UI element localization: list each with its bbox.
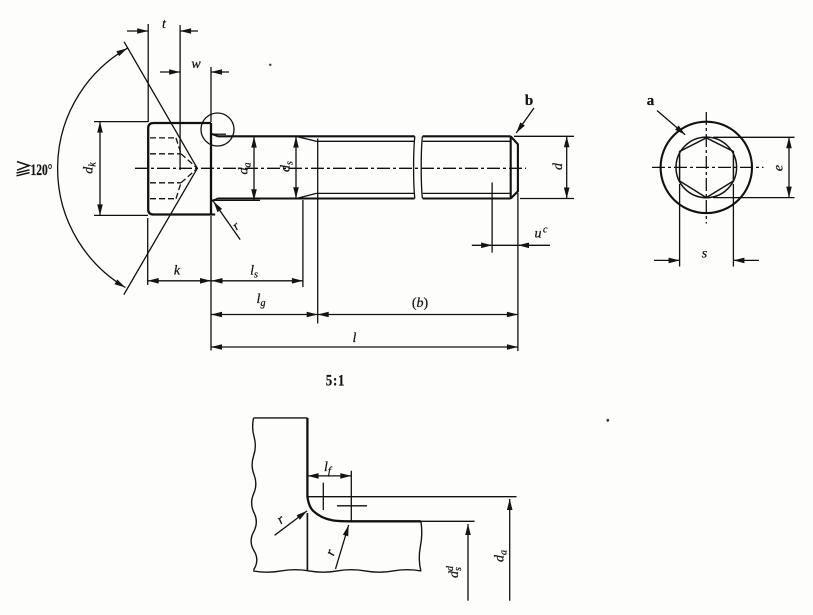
svg-text:ls: ls [250,264,258,281]
svg-text:(b): (b) [412,296,429,311]
svg-text:lg: lg [257,292,266,309]
svg-text:a: a [647,93,655,109]
svg-text:e: e [772,165,787,171]
svg-text:r: r [274,512,288,528]
svg-text:s: s [702,247,708,262]
svg-text:dds: dds [445,565,464,578]
svg-text:da: da [493,550,510,562]
svg-text:5:1: 5:1 [326,372,345,390]
svg-text:b: b [525,93,533,109]
svg-text:120°: 120° [31,163,53,180]
svg-text:k: k [174,264,181,279]
svg-text:r: r [229,218,243,233]
svg-text:l: l [353,331,357,346]
svg-text:w: w [191,57,201,72]
svg-text:d: d [551,162,566,170]
svg-text:r: r [323,547,339,558]
svg-text:uc: uc [535,225,549,242]
svg-text:t: t [162,17,167,32]
svg-text:dk: dk [82,162,99,174]
svg-text:lf: lf [324,460,333,477]
svg-text:da: da [237,163,254,175]
svg-text:ds: ds [279,161,296,172]
